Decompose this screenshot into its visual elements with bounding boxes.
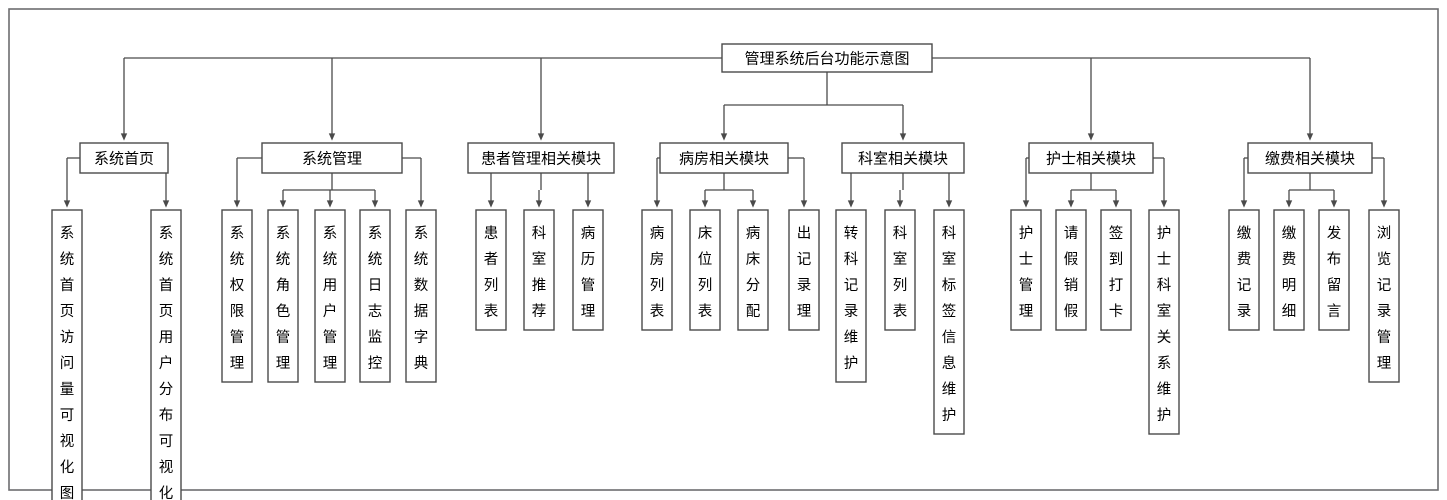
- leaf-2-1[interactable]: 系统权限管理: [221, 209, 253, 383]
- leaf-4-4[interactable]: 出记录理: [788, 209, 820, 331]
- leaf-6-2-label: 请假销假: [1064, 225, 1079, 320]
- leaf-6-4[interactable]: 护士科室关系维护: [1148, 209, 1180, 435]
- leaf-2-1-label: 系统权限管理: [230, 225, 245, 372]
- leaf-7-2[interactable]: 缴费明细: [1273, 209, 1305, 331]
- leaf-4-2-label: 床位列表: [698, 225, 713, 320]
- leaf-6-3[interactable]: 签到打卡: [1100, 209, 1132, 331]
- leaf-5-1[interactable]: 转科记录维护: [835, 209, 867, 383]
- branch-1-label: 系统首页: [94, 150, 154, 168]
- branch-2-label: 系统管理: [302, 150, 362, 168]
- leaf-3-3[interactable]: 病历管理: [572, 209, 604, 331]
- branch-2[interactable]: 系统管理: [261, 142, 403, 174]
- leaf-3-3-label: 病历管理: [581, 225, 596, 320]
- leaf-4-4-label: 出记录理: [797, 225, 812, 320]
- node-layer: 管理系统后台功能示意图系统首页系统首页访问量可视化图表 系统首页用户分布可视化图表…: [51, 43, 1400, 500]
- leaf-2-3-label: 系统用户管理: [323, 225, 338, 372]
- root-node-label: 管理系统后台功能示意图: [744, 50, 909, 68]
- leaf-2-2-label: 系统角色管理: [276, 225, 291, 372]
- leaf-6-3-label: 签到打卡: [1109, 225, 1124, 320]
- branch-7-label: 缴费相关模块: [1265, 150, 1355, 168]
- branch-3-label: 患者管理相关模块: [481, 150, 601, 168]
- leaf-2-2[interactable]: 系统角色管理: [267, 209, 299, 383]
- leaf-2-5-label: 系统数据字典: [414, 225, 429, 372]
- branch-5-label: 科室相关模块: [858, 150, 948, 168]
- leaf-1-2[interactable]: 系统首页用户分布可视化图表: [150, 209, 182, 500]
- leaf-6-1-label: 护士管理: [1019, 225, 1034, 320]
- leaf-7-3-label: 发布留言: [1327, 225, 1342, 320]
- leaf-4-1-label: 病房列表: [650, 225, 665, 320]
- leaf-3-1-label: 患者列表: [484, 225, 499, 320]
- leaf-6-2[interactable]: 请假销假: [1055, 209, 1087, 331]
- leaf-7-1[interactable]: 缴费记录: [1228, 209, 1260, 331]
- branch-4-label: 病房相关模块: [679, 150, 769, 168]
- leaf-2-4[interactable]: 系统日志监控: [359, 209, 391, 383]
- leaf-4-2[interactable]: 床位列表: [689, 209, 721, 331]
- leaf-7-4-label: 浏览记录管理: [1377, 225, 1392, 372]
- leaf-4-1[interactable]: 病房列表: [641, 209, 673, 331]
- leaf-7-4[interactable]: 浏览记录管理: [1368, 209, 1400, 383]
- leaf-7-2-label: 缴费明细: [1282, 225, 1297, 320]
- leaf-5-3-label: 科室标签信息维护: [942, 225, 957, 424]
- branch-6[interactable]: 护士相关模块: [1028, 142, 1154, 174]
- branch-6-label: 护士相关模块: [1046, 150, 1136, 168]
- leaf-2-4-label: 系统日志监控: [368, 225, 383, 372]
- leaf-2-5[interactable]: 系统数据字典: [405, 209, 437, 383]
- leaf-1-1-label: 系统首页访问量可视化图表: [60, 225, 75, 500]
- root-node[interactable]: 管理系统后台功能示意图: [721, 43, 933, 73]
- leaf-5-1-label: 转科记录维护: [844, 225, 859, 372]
- leaf-6-4-label: 护士科室关系维护: [1157, 225, 1172, 424]
- leaf-7-1-label: 缴费记录: [1237, 225, 1252, 320]
- leaf-4-3-label: 病床分配: [746, 225, 761, 320]
- branch-3[interactable]: 患者管理相关模块: [467, 142, 615, 174]
- branch-5[interactable]: 科室相关模块: [841, 142, 965, 174]
- leaf-3-1[interactable]: 患者列表: [475, 209, 507, 331]
- leaf-5-2-label: 科室列表: [893, 225, 908, 320]
- branch-1[interactable]: 系统首页: [79, 142, 169, 174]
- leaf-3-2-label: 科室推荐: [532, 225, 547, 320]
- leaf-7-3[interactable]: 发布留言: [1318, 209, 1350, 331]
- connector-layer: [63, 57, 1388, 208]
- leaf-6-1[interactable]: 护士管理: [1010, 209, 1042, 331]
- branch-4[interactable]: 病房相关模块: [659, 142, 789, 174]
- leaf-4-3[interactable]: 病床分配: [737, 209, 769, 331]
- leaf-5-3[interactable]: 科室标签信息维护: [933, 209, 965, 435]
- branch-7[interactable]: 缴费相关模块: [1247, 142, 1373, 174]
- leaf-1-2-label: 系统首页用户分布可视化图表: [159, 225, 174, 500]
- outer-frame: [8, 8, 1439, 491]
- leaf-3-2[interactable]: 科室推荐: [523, 209, 555, 331]
- leaf-2-3[interactable]: 系统用户管理: [314, 209, 346, 383]
- leaf-1-1[interactable]: 系统首页访问量可视化图表: [51, 209, 83, 500]
- leaf-5-2[interactable]: 科室列表: [884, 209, 916, 331]
